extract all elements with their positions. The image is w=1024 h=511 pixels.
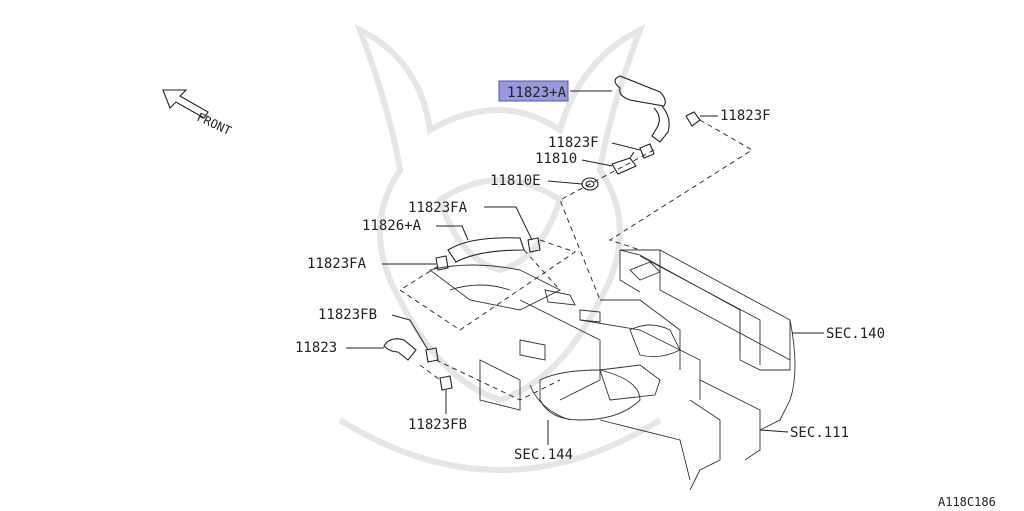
- front-label: FRONT: [195, 110, 234, 138]
- front-arrow: [162, 89, 209, 119]
- label-11823fa-top[interactable]: 11823FA: [408, 200, 468, 216]
- leader-lines: [346, 90, 824, 445]
- label-11826a[interactable]: 11826+A: [362, 218, 422, 234]
- watermark-emblem: [338, 23, 662, 473]
- assembly-dashed-lines: [399, 119, 753, 401]
- label-11823fb-bottom[interactable]: 11823FB: [408, 417, 467, 433]
- diagram-code: A118C186: [938, 495, 996, 509]
- label-11823a[interactable]: 11823+A: [507, 85, 567, 101]
- clamp-11823fb-bottom: [439, 375, 453, 391]
- label-11823fb-top[interactable]: 11823FB: [318, 307, 377, 323]
- hose-11823: [383, 338, 417, 361]
- label-11823[interactable]: 11823: [295, 340, 337, 356]
- label-sec140[interactable]: SEC.140: [826, 326, 885, 342]
- label-11810e[interactable]: 11810E: [490, 173, 541, 189]
- clamp-11823f-top: [685, 111, 701, 127]
- engine-assembly: [428, 249, 796, 491]
- label-11810[interactable]: 11810: [535, 151, 577, 167]
- clamp-11823f-mid: [639, 143, 655, 159]
- clamp-11823fb-top: [425, 347, 439, 363]
- clamp-11823fa-top: [527, 237, 541, 253]
- label-11823f-top[interactable]: 11823F: [720, 108, 771, 124]
- label-11823fa-left[interactable]: 11823FA: [307, 256, 367, 272]
- label-11823f-mid[interactable]: 11823F: [548, 135, 599, 151]
- highlight-box: [498, 80, 569, 102]
- hose-11823a: [614, 75, 670, 143]
- pcv-valve: [611, 151, 637, 175]
- label-sec144[interactable]: SEC.144: [514, 447, 573, 463]
- clamp-11823fa-left: [435, 255, 449, 271]
- label-sec111[interactable]: SEC.111: [790, 425, 849, 441]
